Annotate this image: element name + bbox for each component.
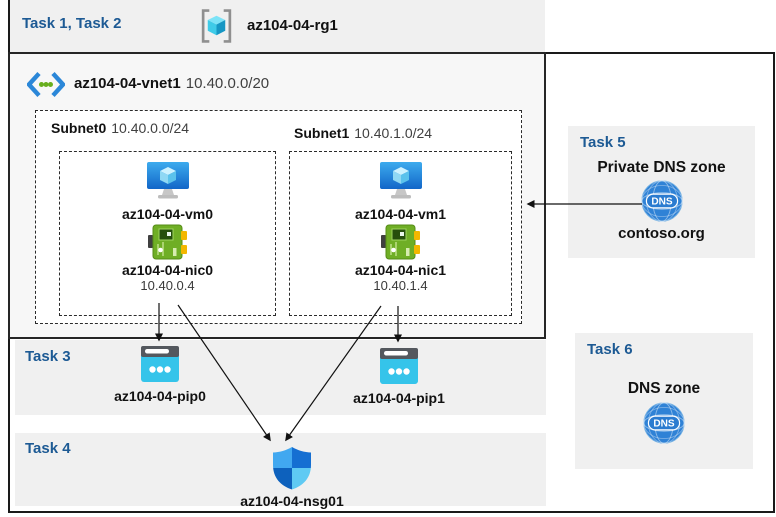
pip1-group: az104-04-pip1	[344, 348, 454, 406]
task5-panel: Task 5 Private DNS zone DNS contoso.org	[568, 126, 755, 258]
resource-group-label: az104-04-rg1	[247, 17, 338, 34]
subnet0-name: Subnet0	[51, 120, 107, 136]
vnet-cidr: 10.40.0.0/20	[185, 75, 270, 92]
pip0-label: az104-04-pip0	[114, 388, 206, 404]
dns-icon: DNS	[643, 402, 685, 444]
public-ip-icon	[141, 346, 179, 382]
nic-label: az104-04-nic0	[121, 262, 214, 278]
task4-label: Task 4	[25, 440, 71, 457]
vm-label: az104-04-vm1	[354, 206, 447, 222]
nsg-label: az104-04-nsg01	[240, 493, 344, 509]
vm-label: az104-04-vm0	[121, 206, 214, 222]
subnet0-cidr: 10.40.0.0/24	[111, 120, 190, 136]
nic-ip: 10.40.1.4	[373, 278, 428, 293]
nsg-group: az104-04-nsg01	[222, 446, 362, 509]
task5-label: Task 5	[580, 134, 626, 151]
resource-group-icon	[201, 9, 232, 43]
task6-label: Task 6	[587, 341, 633, 358]
subnet0-box: az104-04-vm0 az104-04-nic0 10.40.0.4	[59, 151, 276, 316]
task3-label: Task 3	[25, 348, 71, 365]
private-dns-zone-title: Private DNS zone	[597, 159, 726, 176]
public-ip-icon	[380, 348, 418, 384]
pip0-group: az104-04-pip0	[105, 346, 215, 404]
left-border-line	[8, 0, 10, 52]
dns-icon-text: DNS	[651, 197, 673, 208]
subnet1-cidr: 10.40.1.0/24	[354, 125, 433, 141]
nic-icon	[147, 224, 187, 260]
dns-zone-title: DNS zone	[627, 380, 701, 397]
task6-panel: Task 6 DNS zone DNS	[575, 333, 753, 469]
nic-label: az104-04-nic1	[354, 262, 447, 278]
task1-2-label: Task 1, Task 2	[22, 15, 122, 32]
vm-icon	[146, 162, 189, 199]
nsg-shield-icon	[273, 447, 311, 490]
vnet-icon	[27, 72, 65, 97]
vm-icon	[379, 162, 422, 199]
dns-icon-text: DNS	[653, 419, 675, 430]
nic-ip: 10.40.0.4	[140, 278, 195, 293]
subnet1-name: Subnet1	[294, 125, 350, 141]
task1-2-panel: Task 1, Task 2 az104-04-rg1	[10, 0, 545, 52]
task3-panel: Task 3 az104-04-pip0 az104-04-pip1	[15, 340, 546, 415]
pip1-label: az104-04-pip1	[353, 390, 445, 406]
subnet1-box: az104-04-vm1 az104-04-nic1 10.40.1.4	[289, 151, 512, 316]
contoso-zone-label: contoso.org	[618, 225, 705, 242]
dns-icon: DNS	[640, 180, 683, 222]
vnet-name: az104-04-vnet1	[74, 75, 181, 92]
nic-icon	[380, 224, 420, 260]
task4-panel: Task 4 az104-04-nsg01	[15, 433, 546, 509]
